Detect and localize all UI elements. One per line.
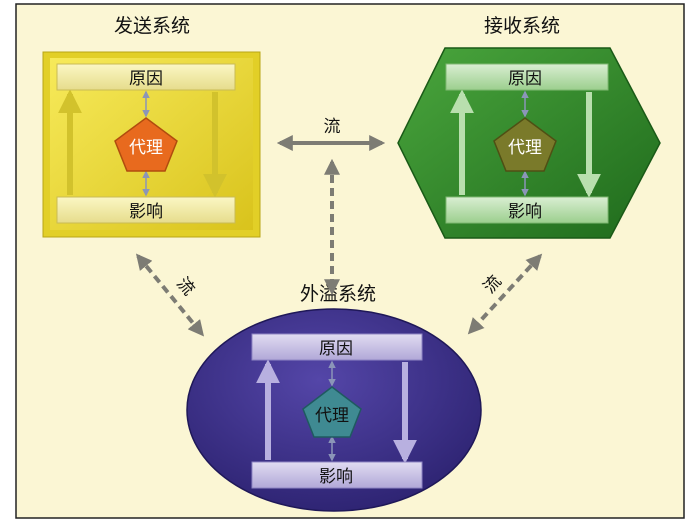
sending-effect-bar	[56, 196, 236, 224]
spillover-agent-label: 代理	[315, 406, 349, 426]
spillover-cause-label: 原因	[319, 339, 353, 359]
sending-system-title: 发送系统	[114, 15, 190, 37]
flow-label-top: 流	[324, 117, 341, 137]
sending-effect-label: 影响	[129, 202, 163, 222]
spillover-agent-pentagon	[302, 386, 362, 438]
spillover-system-title: 外溢系统	[300, 283, 376, 305]
receiving-agent-pentagon	[493, 117, 557, 172]
sending-agent-pentagon	[114, 117, 178, 172]
receiving-effect-label: 影响	[508, 202, 542, 222]
sending-system: 发送系统 原因 影响 代理	[42, 15, 261, 238]
sending-cause-bar	[56, 63, 236, 91]
spillover-cause-bar	[251, 333, 423, 361]
receiving-effect-bar	[445, 196, 609, 224]
receiving-agent-label: 代理	[508, 138, 542, 158]
flow-arrow-sending-spillover	[135, 253, 205, 337]
sending-agent-label: 代理	[129, 138, 163, 158]
flow-arrow-receiving-spillover	[467, 253, 543, 335]
sending-cause-label: 原因	[129, 69, 163, 89]
receiving-system-title: 接收系统	[484, 15, 560, 37]
receiving-cause-label: 原因	[508, 69, 542, 89]
receiving-system: 接收系统 原因 影响 代理	[397, 15, 661, 239]
receiving-cause-bar	[445, 63, 609, 91]
spillover-effect-label: 影响	[319, 467, 353, 487]
spillover-system: 外溢系统 原因 影响 代理	[186, 283, 482, 512]
spillover-effect-bar	[251, 461, 423, 489]
